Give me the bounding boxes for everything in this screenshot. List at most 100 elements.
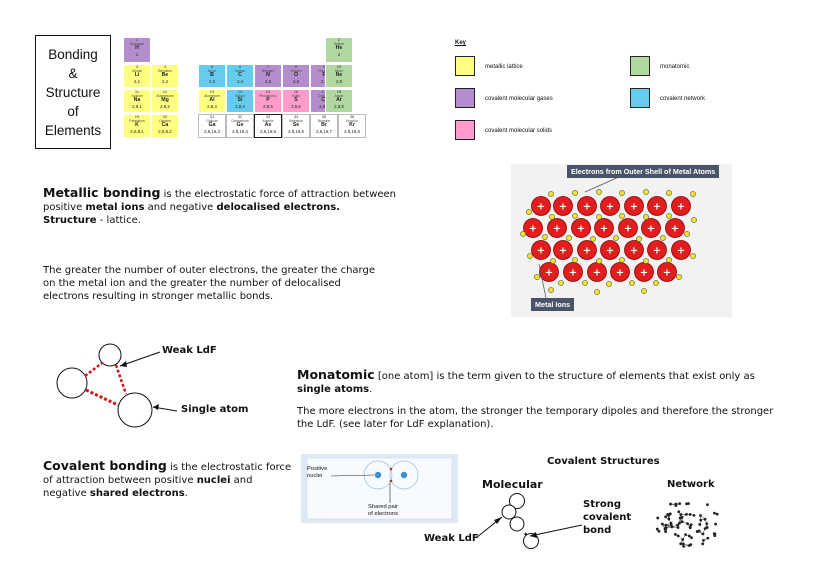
element-name: Sulfur (291, 93, 301, 98)
element-name: Oxygen (290, 68, 302, 73)
network-atom (714, 522, 718, 526)
ion-charge: + (647, 224, 655, 235)
key-label-solid: covalent molecular solids (485, 128, 553, 134)
element-symbol: Li (134, 72, 140, 79)
delocalised-electron (534, 274, 540, 280)
element-number: 11 (134, 89, 140, 94)
structure-desc: - lattice. (96, 215, 141, 226)
element-config: 2,8,18,8 (344, 128, 360, 134)
ion-charge: + (600, 224, 608, 235)
element-name: Boron (207, 68, 217, 73)
delocalised-electron (594, 289, 600, 295)
ion-charge: + (593, 268, 601, 279)
metal-ion (577, 196, 597, 216)
network-atom (690, 536, 693, 540)
covalent-line3c: . (184, 488, 188, 499)
element-symbol: Ca (161, 122, 169, 129)
network-atom (664, 515, 668, 519)
element-name: Gallium (206, 118, 218, 123)
delocalised-electron (572, 190, 578, 196)
element-number: 35 (321, 114, 327, 119)
delocalised-electron (690, 191, 696, 197)
metallic-line2a: positive (43, 202, 86, 213)
metallic-line1: is the electrostatic force of attraction… (160, 189, 397, 200)
delocalised-electron (520, 231, 526, 237)
key-label-gas: covalent molecular gases (485, 96, 553, 102)
network-atom (689, 543, 693, 547)
element-symbol: O (293, 72, 299, 79)
element-name: Carbon (234, 68, 246, 73)
nuclei-term: nuclei (196, 475, 231, 486)
element-config: 2,5 (264, 78, 272, 84)
element-symbol: Mg (161, 97, 169, 104)
ion-charge: + (577, 224, 585, 235)
metal-ion (547, 218, 567, 238)
ion-charge: + (677, 202, 685, 213)
metal-ion (523, 218, 543, 238)
network-atom (676, 534, 680, 538)
key-label-metal: metallic lattice (485, 64, 523, 70)
element-symbol: Ga (208, 122, 216, 129)
element-number: 10 (336, 64, 342, 69)
molecule-atom-3 (509, 516, 525, 532)
delocalised-electron (691, 217, 697, 223)
key-swatch-network (630, 88, 650, 108)
metallic-lattice-svg: +++++++++++++++++++++++++++ (520, 175, 697, 299)
network-atom (688, 513, 692, 516)
network-atom (701, 532, 705, 536)
element-symbol: F (322, 72, 326, 79)
metal-ion (553, 196, 573, 216)
network-atom (713, 511, 716, 515)
delocalised-electron (643, 258, 649, 264)
delocalised-electron (643, 189, 649, 195)
network-atom (685, 502, 688, 506)
delocalised-electron (619, 257, 625, 263)
metallic-heading: Metallic bonding (43, 185, 161, 200)
delocalised-electron (550, 258, 556, 264)
network-atom (706, 503, 709, 507)
delocalised-electron (619, 213, 625, 219)
delocalised-term: delocalised electrons. (216, 202, 341, 213)
delocalised-electron (690, 253, 696, 259)
weak-ldf-label: Weak LdF (162, 345, 217, 356)
element-name: Nitrogen (261, 68, 275, 73)
element-name: Bromine (317, 118, 331, 123)
metal-ion (671, 196, 691, 216)
delocalised-electron (629, 280, 635, 286)
element-number: 9 (322, 64, 326, 69)
network-atom (705, 526, 709, 529)
monatomic-heading: Monatomic (297, 367, 375, 382)
metal-ion (600, 196, 620, 216)
ion-charge: + (671, 224, 679, 235)
network-atom (692, 513, 696, 517)
covalent-heading: Covalent bonding (43, 458, 167, 473)
molecule-atom-1 (509, 493, 525, 509)
ion-charge: + (653, 246, 661, 257)
single-atom-label: Single atom (181, 404, 249, 415)
network-diagram (655, 502, 719, 548)
ion-charge: + (559, 246, 567, 257)
atom-left (56, 367, 88, 399)
key-swatch-gas (455, 88, 475, 108)
structure-term: Structure (43, 215, 97, 226)
network-atom (664, 526, 668, 530)
element-symbol: Si (237, 97, 243, 104)
element-name: Calcium (159, 118, 171, 123)
electron-pointer (584, 175, 622, 193)
atom-arrow-head (153, 404, 159, 410)
nucleus-right (400, 471, 408, 479)
network-atom (678, 502, 682, 506)
network-atom (679, 513, 683, 516)
ion-charge: + (606, 202, 614, 213)
delocalised-electron (666, 257, 672, 263)
weak-arrow-head (120, 361, 127, 367)
ion-charge: + (640, 268, 648, 279)
covalent-line2a: of attraction between positive (43, 475, 197, 486)
